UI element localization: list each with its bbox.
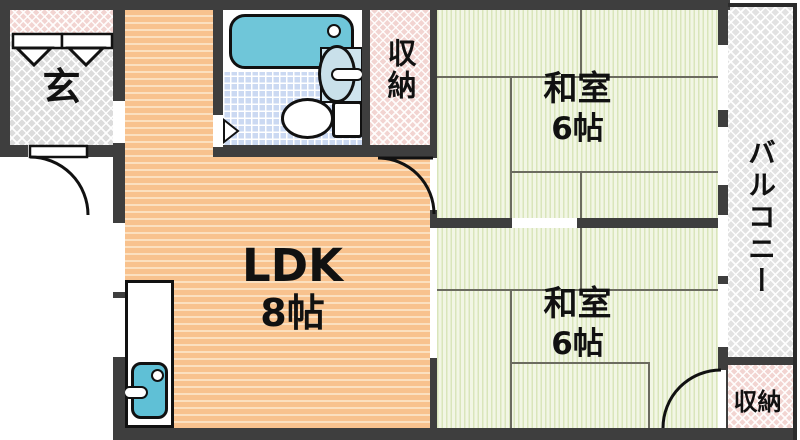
balcony-label: バルコニー xyxy=(744,138,777,298)
kitchen-sink-faucet xyxy=(123,386,148,399)
wall-top xyxy=(0,0,730,10)
opening-entrance-hall xyxy=(113,101,125,143)
wall-entrance-bottom xyxy=(0,145,30,157)
door-ldk-washitsu-upper xyxy=(430,158,437,210)
sliding-door-washitsu-divider xyxy=(512,218,577,228)
kitchen-sink-drain xyxy=(151,369,164,382)
tatami-seam xyxy=(510,362,650,364)
room-washitsu-upper-label: 和室 xyxy=(543,69,612,109)
closet-top-fill xyxy=(370,10,430,147)
balcony-rail-right xyxy=(793,3,797,440)
balcony-glass-door xyxy=(718,215,728,276)
room-ldk-label: LDK xyxy=(242,239,343,292)
room-washitsu-upper-size: 6帖 xyxy=(551,111,604,147)
closet-bottom-fill xyxy=(726,365,793,428)
balcony-glass-door xyxy=(718,127,728,185)
sliding-door-ldk-washitsu-lower xyxy=(430,228,437,358)
washroom-door-opening xyxy=(213,115,223,147)
washbasin-faucet xyxy=(331,68,364,81)
entrance-cabinet-band xyxy=(10,10,113,34)
wall-ldk-left xyxy=(113,10,125,428)
balcony-floor xyxy=(728,3,793,357)
closet-bottom-door-opening xyxy=(718,370,726,428)
tatami-seam xyxy=(580,173,582,218)
wall-closet-bottom-top xyxy=(718,357,797,365)
front-door-arc xyxy=(29,155,90,216)
wall-left xyxy=(0,0,10,157)
tatami-seam xyxy=(510,78,512,218)
room-washitsu-upper-floor xyxy=(437,10,718,218)
wall-bathroom-left xyxy=(213,10,223,117)
closet-bottom-label: 収納 xyxy=(733,388,782,416)
tatami-seam xyxy=(437,76,718,78)
balcony-glass-door xyxy=(718,45,728,110)
room-ldk-size: 8帖 xyxy=(260,291,325,335)
front-door-opening xyxy=(28,145,88,157)
wall-washitsu-divider xyxy=(437,218,718,228)
bathtub-drain xyxy=(327,24,341,38)
closet-top-label: 収納 xyxy=(383,38,417,102)
window-ldk-left xyxy=(113,223,125,292)
wall-balcony-left xyxy=(718,0,728,428)
tatami-seam xyxy=(510,171,718,173)
tatami-seam xyxy=(648,364,650,428)
wall-bottom xyxy=(113,428,797,440)
toilet-tank xyxy=(332,101,363,138)
tatami-seam xyxy=(437,289,718,291)
balcony-glass-door xyxy=(718,284,728,347)
window-ldk-left xyxy=(113,298,125,357)
room-washitsu-lower-label: 和室 xyxy=(543,284,612,324)
tatami-seam xyxy=(510,291,512,428)
wall-washitsu-left xyxy=(430,10,437,428)
balcony-rail-top xyxy=(728,3,797,7)
toilet-bowl xyxy=(281,98,334,139)
tatami-seam xyxy=(580,228,582,289)
room-entrance-label: 玄 xyxy=(42,65,81,109)
wall-bathroom-bottom xyxy=(213,145,437,157)
bathtub xyxy=(229,14,354,69)
wall-bathroom-right xyxy=(362,10,370,145)
room-washitsu-lower-size: 6帖 xyxy=(551,326,604,362)
tatami-seam xyxy=(580,10,582,76)
